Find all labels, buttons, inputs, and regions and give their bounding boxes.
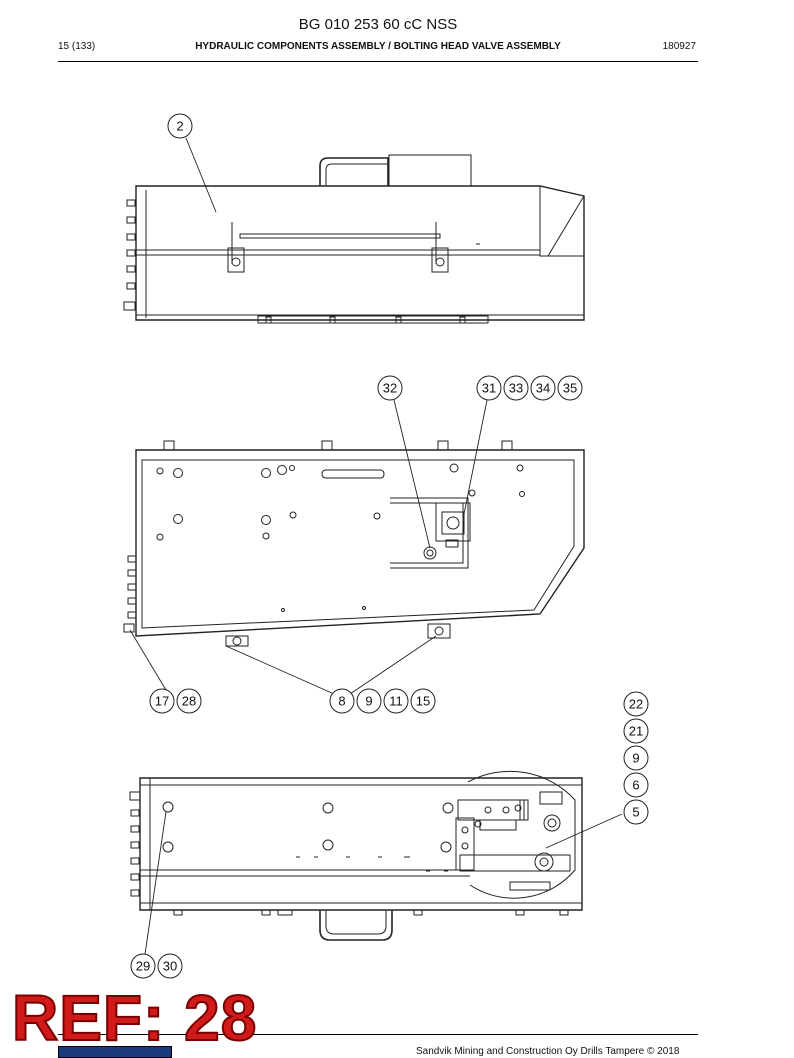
callout-11-label: 11 xyxy=(389,694,403,709)
callout-8 xyxy=(329,688,355,714)
callout-9 xyxy=(356,688,382,714)
leader-lines xyxy=(129,137,623,955)
company-logo xyxy=(58,1046,172,1058)
callout-35-label: 35 xyxy=(563,381,577,396)
callout-33 xyxy=(503,375,529,401)
callout-17-label: 17 xyxy=(155,694,169,709)
callout-34 xyxy=(530,375,556,401)
callout-31-label: 31 xyxy=(482,381,496,396)
callout-29 xyxy=(130,953,156,979)
callout-5 xyxy=(623,799,649,825)
view-bottom-base xyxy=(129,770,583,941)
callout-28 xyxy=(176,688,202,714)
callout-8-label: 8 xyxy=(338,694,345,709)
callout-17 xyxy=(149,688,175,714)
callout-2-label: 2 xyxy=(176,119,183,134)
callout-34-label: 34 xyxy=(536,381,550,396)
callout-6-label: 6 xyxy=(632,778,639,793)
callout-35 xyxy=(557,375,583,401)
callout-21-label: 21 xyxy=(629,724,643,739)
callout-22-label: 22 xyxy=(629,697,643,712)
callout-9b-label: 9 xyxy=(632,751,639,766)
callout-11 xyxy=(383,688,409,714)
callout-21 xyxy=(623,718,649,744)
document-date: 180927 xyxy=(662,41,696,52)
callout-30-label: 30 xyxy=(163,959,177,974)
ref-stamp: REF: 28 xyxy=(11,982,258,1054)
callout-5-label: 5 xyxy=(632,805,639,820)
callout-28-label: 28 xyxy=(182,694,196,709)
document-title: BG 010 253 60 cC NSS xyxy=(298,16,458,33)
callout-31 xyxy=(476,375,502,401)
footer-rule xyxy=(58,1034,698,1035)
callout-15-label: 15 xyxy=(416,694,430,709)
view-middle-plate xyxy=(123,440,585,647)
callout-30 xyxy=(157,953,183,979)
callout-22 xyxy=(623,691,649,717)
callout-9b xyxy=(623,745,649,771)
callout-32 xyxy=(377,375,403,401)
footer-copyright: Sandvik Mining and Construction Oy Drill… xyxy=(416,1046,680,1057)
view-top-cover xyxy=(123,154,585,324)
callout-bubbles xyxy=(130,113,649,979)
callout-labels: 2 32 31 33 34 35 17 28 8 9 11 15 22 21 9… xyxy=(136,119,643,974)
callout-9-label: 9 xyxy=(365,694,372,709)
callout-15 xyxy=(410,688,436,714)
section-title: HYDRAULIC COMPONENTS ASSEMBLY / BOLTING … xyxy=(195,41,561,52)
callout-32-label: 32 xyxy=(383,381,397,396)
header-rule xyxy=(58,61,698,62)
callout-33-label: 33 xyxy=(509,381,523,396)
callout-2 xyxy=(167,113,193,139)
page-number: 15 (133) xyxy=(58,41,96,52)
callout-6 xyxy=(623,772,649,798)
callout-29-label: 29 xyxy=(136,959,150,974)
